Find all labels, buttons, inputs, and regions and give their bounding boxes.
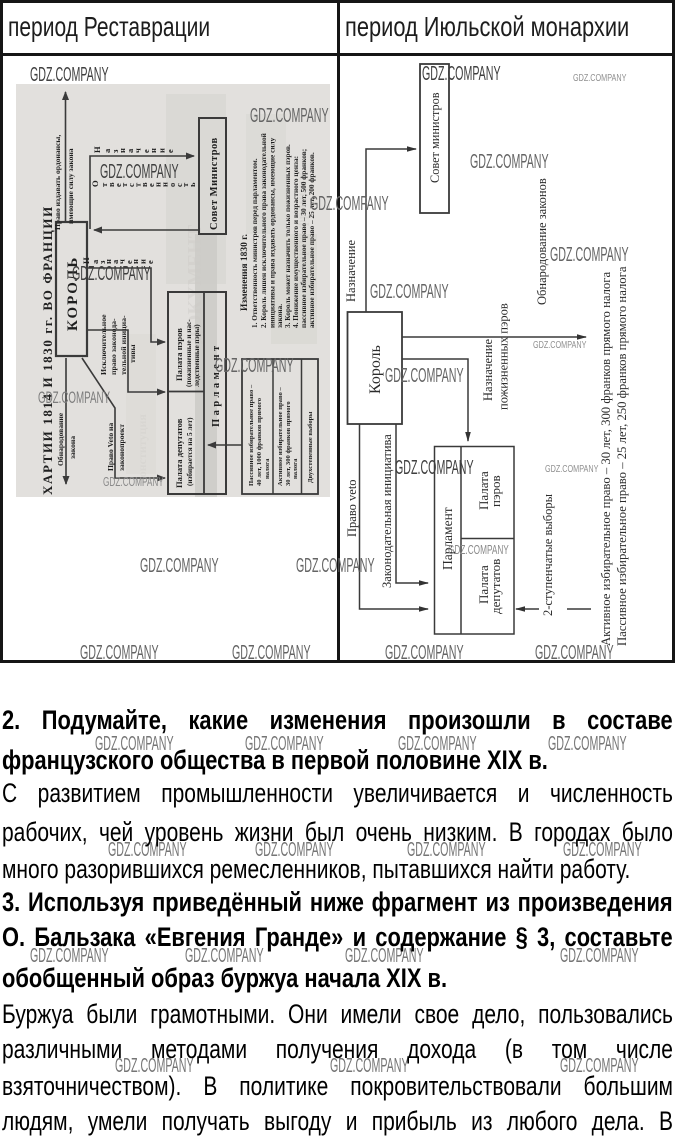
svg-text:Обнародование: Обнародование [56,412,65,466]
svg-text:налога: налога [264,458,271,479]
svg-text:Назначение: Назначение [344,240,358,302]
svg-text:3. Король может назначить толь: 3. Король может назначить только пожизне… [283,144,292,328]
svg-text:активное избирательное право –: активное избирательное право – 25 лет, 2… [307,152,316,328]
svg-text:Право veto: Право veto [345,479,359,537]
svg-text:Парламент: Парламент [440,507,455,570]
svg-text:КОРОЛЬ: КОРОЛЬ [65,256,81,331]
svg-text:Активное избирательное право –: Активное избирательное право – [277,387,284,486]
svg-text:Изменения 1830 г.: Изменения 1830 г. [240,234,250,311]
svg-text:Палата: Палата [476,565,491,604]
svg-text:30 лет, 300 франков прямого: 30 лет, 300 франков прямого [285,401,292,486]
svg-text:Парламент: Парламент [211,342,222,427]
svg-text:(пожизненные и нас-: (пожизненные и нас- [185,319,193,387]
svg-text:Назначение: Назначение [481,339,495,401]
svg-text:депутатов: депутатов [488,559,503,614]
svg-text:2-ступенчатые выборы: 2-ступенчатые выборы [541,493,555,616]
svg-text:1. Ответственность министров п: 1. Ответственность министров перед парла… [250,158,259,328]
svg-text:Палата пэров: Палата пэров [174,328,184,381]
svg-text:Пассивное избирательное право: Пассивное избирательное право – 25 лет, … [615,266,629,646]
svg-text:Палата депутатов: Палата депутатов [174,418,184,488]
svg-text:Ответственность: Ответственность [90,178,197,187]
svg-text:2. Король лишен исключительног: 2. Король лишен исключительного права за… [259,132,268,328]
svg-text:4. Понижение имущественного и: 4. Понижение имущественного и возрастног… [291,156,300,328]
svg-text:имеющие силу закона: имеющие силу закона [66,148,75,224]
svg-text:Законодательная инициатива: Законодательная инициатива [380,434,394,588]
svg-text:тельной инициа-: тельной инициа- [119,315,128,375]
svg-text:пожизненных пэров: пожизненных пэров [497,303,511,410]
svg-text:Король: Король [367,345,384,394]
svg-text:40 лет, 1000 франков прямого: 40 лет, 1000 франков прямого [256,397,263,486]
svg-text:инициативы и права издавать ор: инициативы и права издавать ордонансы, и… [268,137,277,328]
svg-text:законопроект: законопроект [117,424,126,471]
svg-text:налога: налога [292,458,299,479]
svg-text:Активное избирательное право –: Активное избирательное право – 30 лет, 3… [599,272,613,646]
svg-text:пассивное избирательное право: пассивное избирательное право – 30 лет, … [299,149,308,328]
svg-text:Право издавать ордонансы,: Право издавать ордонансы, [53,135,62,230]
svg-text:Пассивное избирательное право: Пассивное избирательное право – [248,384,255,486]
svg-text:ХАРТИИ 1814 И 1830 гг. ВО ФРАН: ХАРТИИ 1814 И 1830 гг. ВО ФРАНЦИИ [40,205,55,495]
svg-text:Право Veto на: Право Veto на [106,423,115,471]
svg-text:Двухстепенные выборы: Двухстепенные выборы [307,412,314,483]
svg-text:Палата: Палата [476,471,491,510]
svg-text:история франции: история франции [295,172,310,284]
svg-text:пэров: пэров [488,475,503,507]
svg-text:ДОКУМЕНТ: ДОКУМЕНТ [184,224,206,344]
svg-text:закона: закона [68,436,77,459]
svg-text:закона.: закона. [275,304,284,328]
svg-text:Исключительное: Исключительное [99,314,108,375]
svg-text:Обнародование законов: Обнародование законов [535,178,549,305]
svg-text:Совет министров: Совет министров [428,92,442,183]
svg-text:тивы: тивы [128,344,137,363]
svg-text:право законода-: право законода- [109,318,118,375]
svg-text:ледственные пэры): ледственные пэры) [193,324,201,387]
svg-text:Совет Министров: Совет Министров [209,137,220,230]
svg-text:(избирается на 5 лет): (избирается на 5 лет) [186,417,194,486]
svg-text:конституция: конституция [135,414,149,484]
svg-text:Назначение: Назначение [92,143,175,153]
svg-text:Назначение: Назначение [81,255,155,264]
